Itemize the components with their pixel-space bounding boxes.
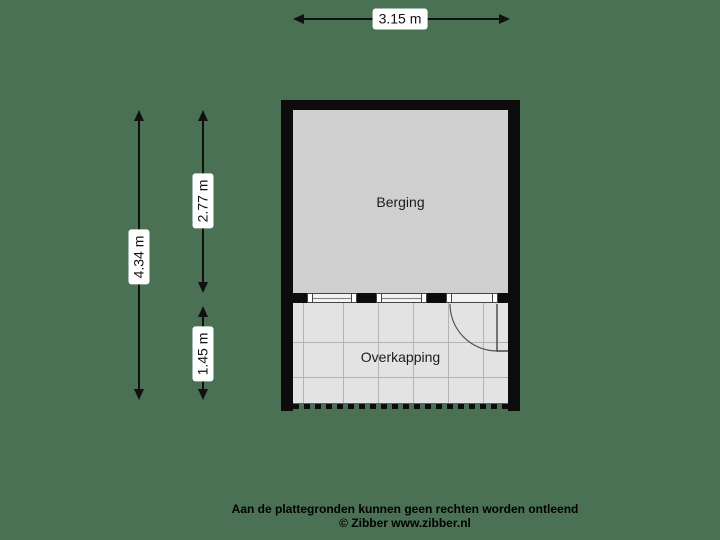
- room-berging-label: Berging: [376, 193, 425, 210]
- window-post: [351, 293, 357, 303]
- wall-pier: [357, 293, 376, 303]
- berging-height-dimension-label: 2.77 m: [192, 173, 214, 229]
- door-post: [492, 293, 498, 303]
- room-overkapping-label: Overkapping: [360, 349, 441, 365]
- wall-pier: [281, 293, 307, 303]
- window-post: [307, 293, 313, 303]
- open-edge-dashed-line: [293, 404, 508, 409]
- room-berging: Berging: [293, 110, 508, 293]
- top-wall: [281, 100, 520, 110]
- right-wall: [508, 100, 520, 411]
- window-post: [421, 293, 427, 303]
- footer: Aan de plattegronden kunnen geen rechten…: [231, 502, 579, 530]
- window: [382, 298, 421, 299]
- footer-disclaimer: Aan de plattegronden kunnen geen rechten…: [231, 502, 579, 516]
- footer-copyright: © Zibber www.zibber.nl: [339, 515, 471, 530]
- door-swing-icon: [449, 303, 508, 352]
- overkapping-height-dimension-label: 1.45 m: [192, 326, 214, 382]
- window: [313, 298, 351, 299]
- left-wall: [281, 100, 293, 411]
- window-post: [376, 293, 382, 303]
- width-dimension-label: 3.15 m: [372, 8, 428, 30]
- total-height-dimension-label: 4.34 m: [128, 229, 150, 285]
- room-overkapping: Overkapping: [293, 303, 508, 403]
- wall-pier: [427, 293, 446, 303]
- door-post: [446, 293, 452, 303]
